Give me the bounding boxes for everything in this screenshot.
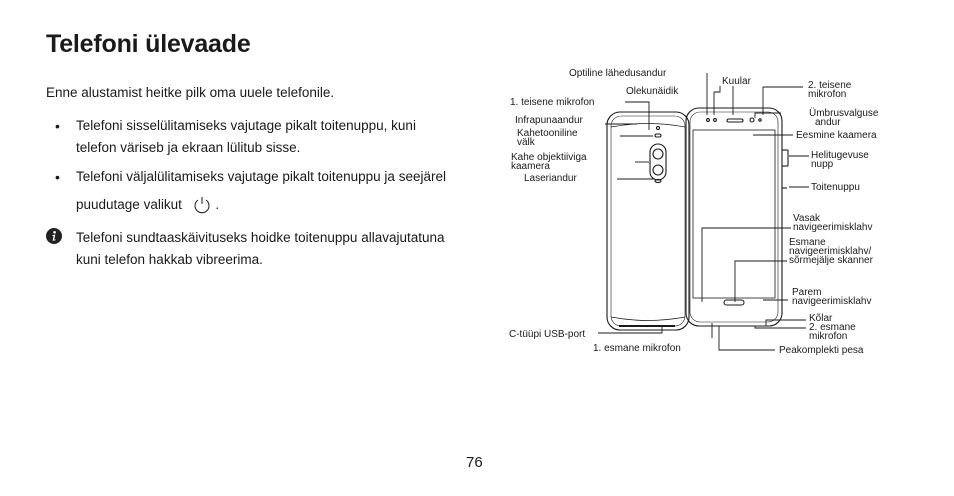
dual-camera <box>649 143 667 181</box>
label-speaker: Kõlar <box>809 313 833 324</box>
label-status-indicator: Olekunäidik <box>626 86 679 97</box>
page-number: 76 <box>466 454 483 471</box>
label-secondary-mic-2: 2. teisene mikrofon <box>808 80 852 100</box>
label-power-button: Toitenuppu <box>811 182 860 193</box>
label-proximity-sensor: Optiline lähedusandur <box>569 68 667 79</box>
label-primary-mic-1: 1. esmane mikrofon <box>593 343 681 354</box>
label-infrared-sensor: Infrapunaandur <box>515 115 583 126</box>
label-primary-mic-2: 2. esmane mikrofon <box>809 322 856 342</box>
label-usb-c-port: C-tüüpi USB-port <box>509 329 586 340</box>
intro-text: Enne alustamist heitke pilk oma uuele te… <box>46 85 335 100</box>
label-laser-sensor: Laseriandur <box>524 173 577 184</box>
power-key-icon <box>194 197 210 214</box>
label-primary-nav-key: Esmane navigeerimisklahv/ sõrmejälje ska… <box>789 237 873 266</box>
label-dual-tone-flash: Kahetooniline välk <box>517 128 578 148</box>
phone-illustration <box>598 73 809 351</box>
fingerprint-key <box>723 299 745 306</box>
label-left-nav-key: Vasak navigeerimisklahv <box>793 213 873 233</box>
page-title: Telefoni ülevaade <box>46 30 251 58</box>
label-right-nav-key: Parem navigeerimisklahv <box>792 287 872 307</box>
label-dual-camera: Kahe objektiiviga kaamera <box>511 152 587 172</box>
label-volume-button: Helitugevuse nupp <box>811 150 869 170</box>
label-earpiece: Kuular <box>722 76 751 87</box>
phone-front-outline <box>685 107 783 327</box>
label-secondary-mic-1: 1. teisene mikrofon <box>510 97 595 108</box>
info-icon <box>46 228 62 244</box>
label-headset-jack: Peakomplekti pesa <box>779 345 864 356</box>
info-note: Telefoni sundtaaskäivituseks hoidke toit… <box>76 230 445 267</box>
bullet-dot: • <box>55 118 60 134</box>
label-front-camera: Eesmine kaamera <box>796 130 877 141</box>
bullet-dot: • <box>55 169 60 185</box>
phone-diagram: Optiline lähedusandur Kuular 2. teisene … <box>505 60 905 380</box>
phone-back-outline <box>606 111 690 331</box>
label-ambient-light-sensor: Ümbrusvalguse andur <box>809 108 879 128</box>
